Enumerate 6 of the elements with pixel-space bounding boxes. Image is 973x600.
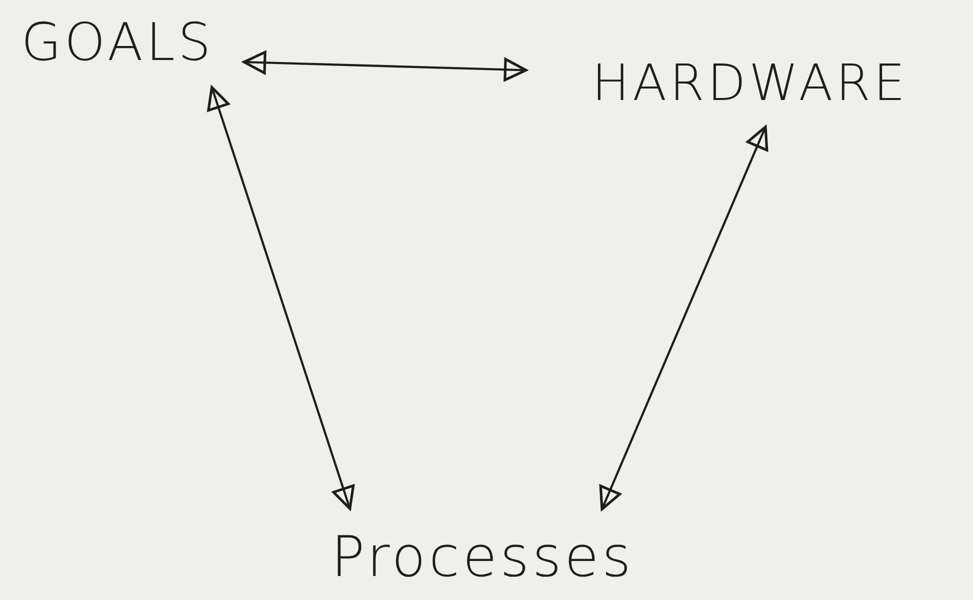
double-arrow bbox=[207, 86, 355, 510]
double-arrow bbox=[242, 50, 528, 82]
double-arrow bbox=[599, 126, 768, 510]
handwritten-label: GOALS bbox=[5, 12, 230, 74]
handwritten-label: HARDWARE bbox=[540, 52, 960, 114]
handwritten-label: Processes bbox=[340, 522, 625, 592]
